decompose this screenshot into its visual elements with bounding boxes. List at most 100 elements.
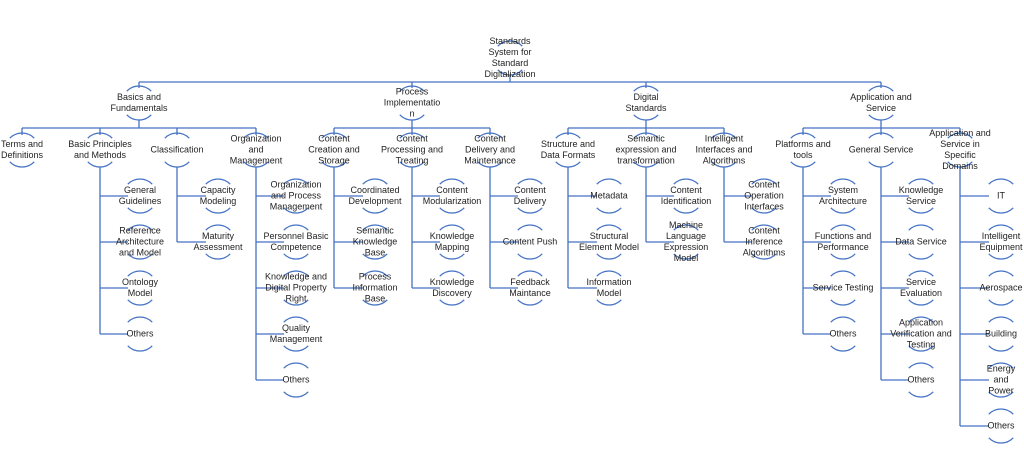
- node-arc-bottom: [790, 161, 816, 168]
- subcategory-node-label: General Service: [848, 144, 914, 155]
- node-arc-bottom: [87, 161, 113, 168]
- leaf-node-label: Knowledge Discovery: [429, 277, 475, 298]
- node-arc-bottom: [555, 161, 581, 168]
- node-arc-bottom: [596, 299, 622, 306]
- subcategory-node-label: Platforms and tools: [775, 139, 831, 160]
- leaf-node-label: IT: [997, 190, 1005, 201]
- node-arc-top: [988, 224, 1014, 231]
- leaf-node-label: Aerospace: [979, 282, 1023, 293]
- node-arc-bottom: [127, 253, 153, 260]
- node-arc-top: [751, 224, 777, 231]
- category-node-label: Process Implementatio n: [383, 86, 441, 119]
- node-arc-bottom: [830, 253, 856, 260]
- leaf-node-label: Content Operation Interfaces: [744, 179, 784, 212]
- node-arc-top: [283, 362, 309, 369]
- node-arc-bottom: [988, 391, 1014, 398]
- leaf-node-label: General Guidelines: [118, 185, 162, 206]
- node-arc-bottom: [908, 345, 934, 352]
- node-arc-bottom: [283, 299, 309, 306]
- node-arc-bottom: [517, 207, 543, 214]
- node-arc-top: [947, 132, 973, 139]
- node-arc-top: [555, 132, 581, 139]
- node-arc-top: [908, 224, 934, 231]
- leaf-node-label: Data Service: [895, 236, 947, 247]
- node-arc-bottom: [517, 253, 543, 260]
- node-arc-top: [596, 270, 622, 277]
- node-arc-bottom: [164, 161, 190, 168]
- node-arc-top: [988, 362, 1014, 369]
- node-arc-bottom: [127, 299, 153, 306]
- leaf-node-label: Capacity Modeling: [199, 185, 237, 206]
- leaf-node-label: Semantic Knowledge Base: [352, 225, 398, 258]
- node-arc-top: [243, 132, 269, 139]
- leaf-node-label: Process Information Base: [352, 271, 398, 304]
- node-arc-top: [908, 316, 934, 323]
- node-arc-bottom: [127, 207, 153, 214]
- node-arc-top: [517, 270, 543, 277]
- node-arc-top: [127, 178, 153, 185]
- category-node-label: Application and Service: [850, 92, 912, 113]
- node-arc-top: [673, 178, 699, 185]
- leaf-node-label: Knowledge Mapping: [429, 231, 475, 252]
- node-arc-bottom: [673, 207, 699, 214]
- node-arc-bottom: [517, 299, 543, 306]
- node-arc-top: [830, 270, 856, 277]
- node-arc-bottom: [830, 345, 856, 352]
- node-arc-bottom: [283, 253, 309, 260]
- node-arc-bottom: [988, 253, 1014, 260]
- node-arc-top: [497, 40, 523, 47]
- leaf-node-label: Intelligent Equipment: [979, 231, 1023, 252]
- node-arc-top: [283, 316, 309, 323]
- subcategory-node-label: Semantic expression and transformation: [615, 133, 677, 166]
- node-arc-bottom: [127, 345, 153, 352]
- node-arc-bottom: [908, 207, 934, 214]
- category-node-label: Basics and Fundamentals: [110, 92, 168, 113]
- node-arc-top: [908, 178, 934, 185]
- node-arc-top: [908, 270, 934, 277]
- node-arc-top: [283, 224, 309, 231]
- node-arc-top: [711, 132, 737, 139]
- leaf-node-label: Coordinated Development: [348, 185, 402, 206]
- node-arc-bottom: [868, 114, 894, 121]
- leaf-node-label: Functions and Performance: [814, 231, 872, 252]
- node-arc-bottom: [205, 253, 231, 260]
- node-arc-top: [988, 178, 1014, 185]
- node-arc-top: [988, 270, 1014, 277]
- leaf-node-label: Quality Management: [269, 323, 323, 344]
- node-arc-bottom: [751, 207, 777, 214]
- leaf-node-label: Building: [984, 328, 1018, 339]
- node-arc-bottom: [283, 391, 309, 398]
- node-arc-bottom: [283, 207, 309, 214]
- node-arc-top: [283, 270, 309, 277]
- node-arc-top: [868, 85, 894, 92]
- node-arc-top: [399, 132, 425, 139]
- node-arc-top: [439, 224, 465, 231]
- node-arc-top: [751, 178, 777, 185]
- node-arc-bottom: [633, 114, 659, 121]
- node-arc-top: [127, 224, 153, 231]
- node-arc-top: [830, 316, 856, 323]
- node-arc-bottom: [362, 207, 388, 214]
- node-arc-top: [477, 132, 503, 139]
- node-arc-top: [517, 178, 543, 185]
- node-arc-bottom: [9, 161, 35, 168]
- node-arc-bottom: [596, 253, 622, 260]
- leaf-node-label: Content Inference Algorithms: [742, 225, 786, 258]
- subcategory-node-label: Content Delivery and Maintenance: [464, 133, 516, 166]
- node-arc-bottom: [988, 299, 1014, 306]
- node-arc-bottom: [751, 253, 777, 260]
- node-arc-bottom: [830, 207, 856, 214]
- node-arc-bottom: [673, 253, 699, 260]
- leaf-node-label: System Architecture: [818, 185, 868, 206]
- node-arc-bottom: [988, 207, 1014, 214]
- node-arc-bottom: [205, 207, 231, 214]
- root-node-label: Standards System for Standard Digitaliza…: [484, 36, 536, 79]
- leaf-node-label: Application Verification and Testing: [890, 317, 952, 350]
- subcategory-node-label: Terms and Definitions: [0, 139, 44, 160]
- subcategory-node-label: Intelligent Interfaces and Algorithms: [695, 133, 753, 166]
- subcategory-node-label: Basic Principles and Methods: [68, 139, 132, 160]
- node-arc-bottom: [439, 207, 465, 214]
- leaf-node-label: Content Push: [502, 236, 558, 247]
- leaf-node-label: Others: [907, 374, 935, 385]
